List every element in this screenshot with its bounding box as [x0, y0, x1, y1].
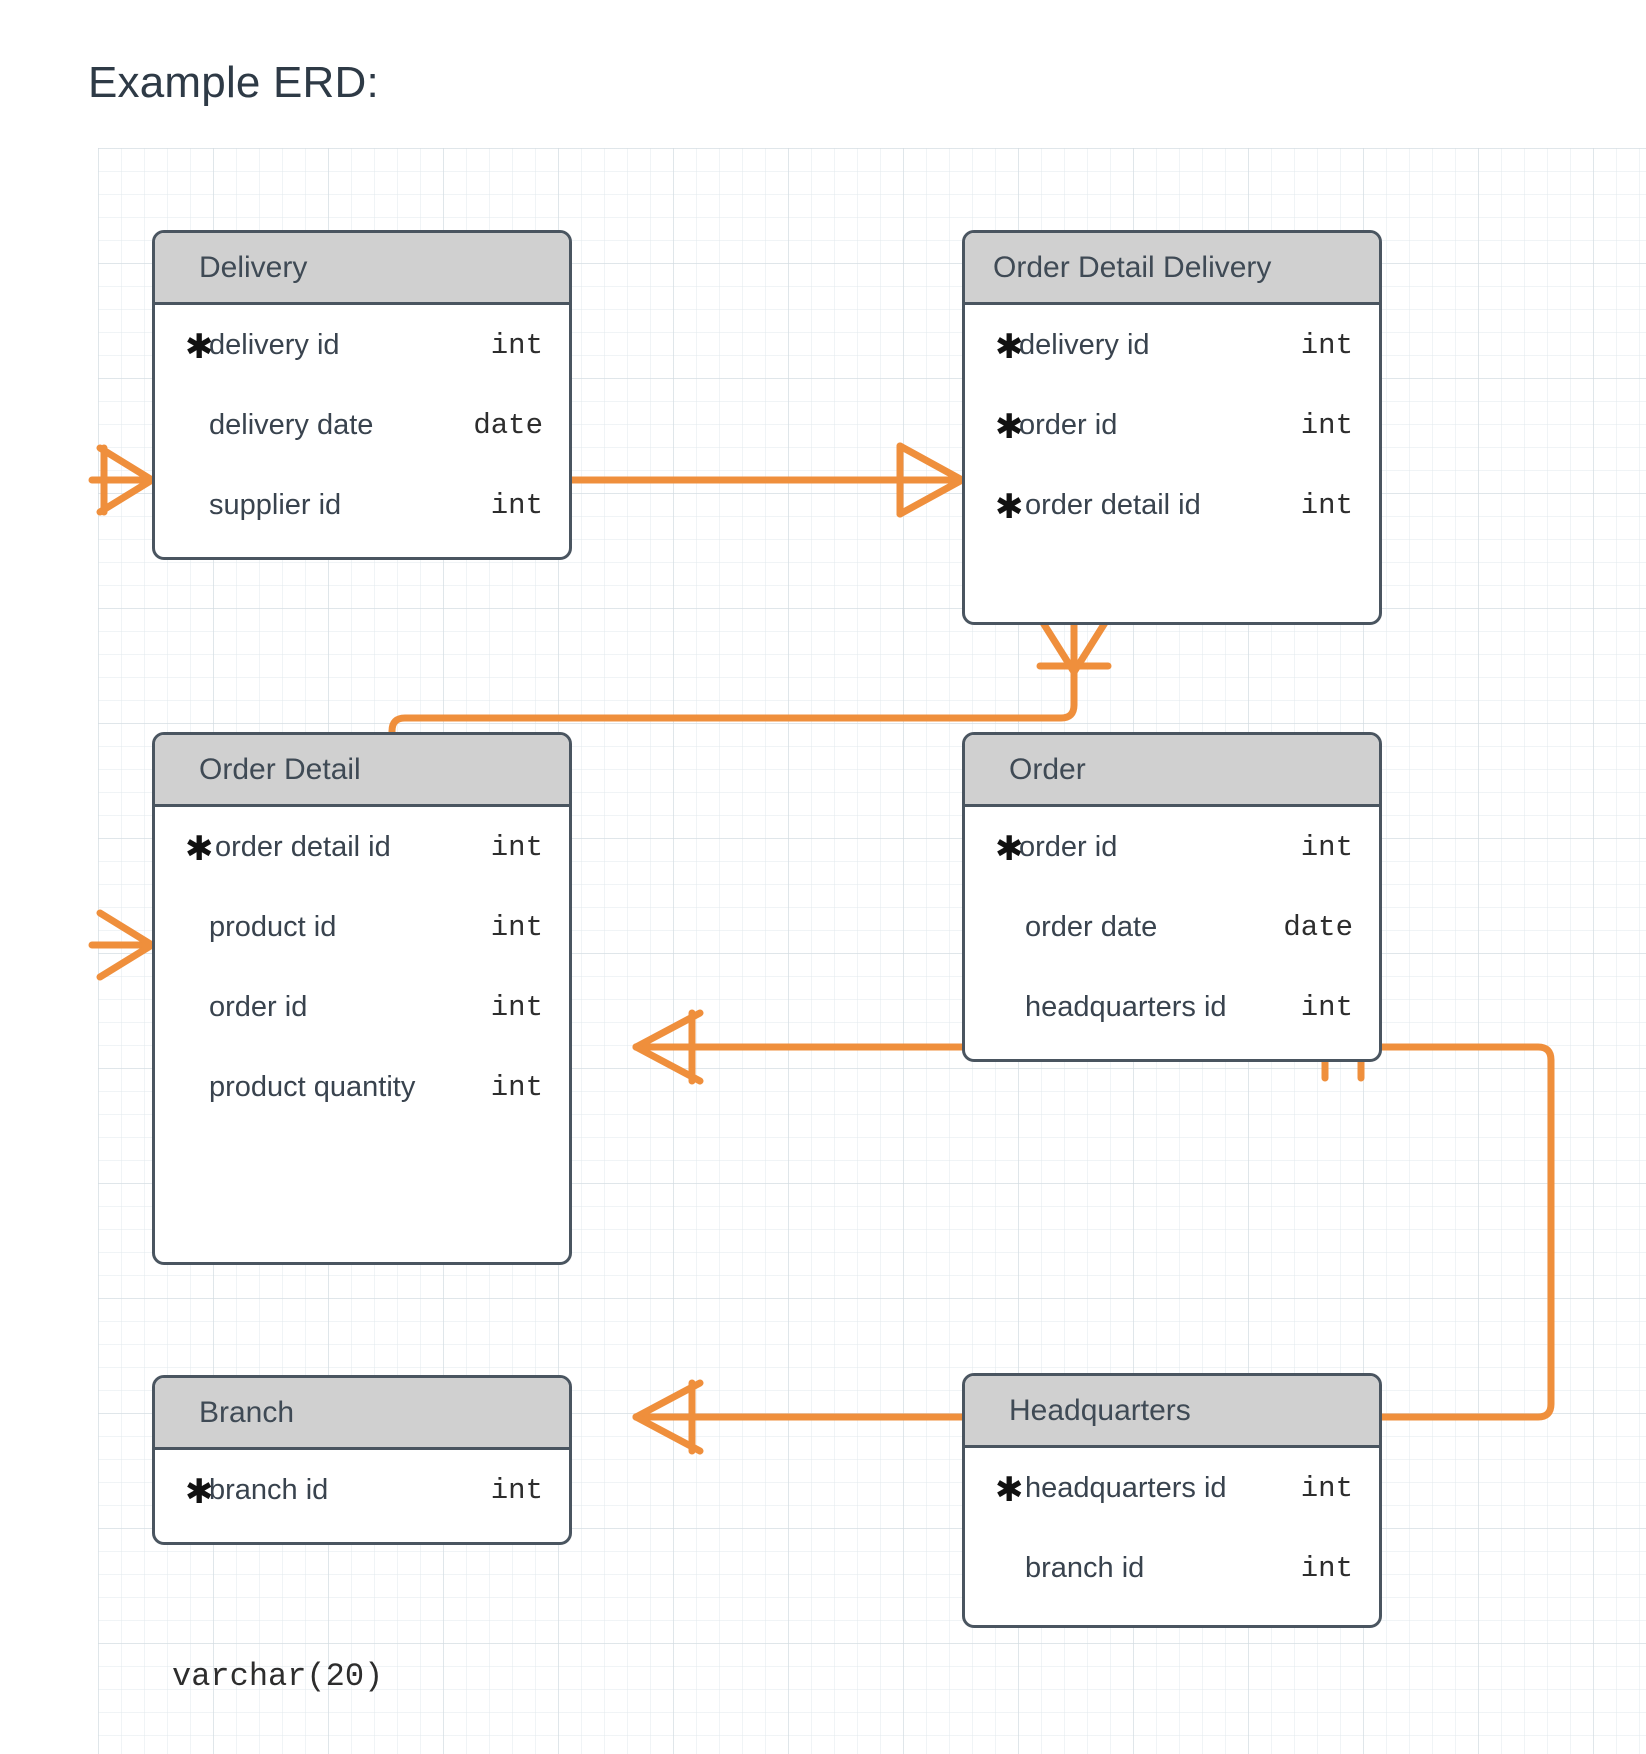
connector-orderdetail-order — [632, 1009, 966, 1085]
entity-order-detail-delivery-title: Order Detail Delivery — [993, 250, 1272, 284]
entity-headquarters-title: Headquarters — [1009, 1393, 1191, 1427]
entity-order-detail-header: Order Detail — [155, 735, 569, 807]
attribute-name: order detail id — [1025, 488, 1201, 521]
connector-orderdetaildelivery-orderdetail — [388, 614, 1112, 822]
attribute-row[interactable]: ✱ headquarters id int — [995, 1470, 1353, 1510]
attribute-name: order date — [1025, 910, 1158, 943]
attribute-type: int — [1300, 990, 1353, 1024]
attribute-name: delivery date — [209, 408, 374, 441]
attribute-type: int — [1300, 1471, 1353, 1505]
attribute-type: int — [490, 910, 543, 944]
connector-branch-headquarters — [632, 1379, 966, 1455]
entity-branch[interactable]: Branch ✱ branch id int — [152, 1375, 572, 1545]
attribute-type: int — [490, 990, 543, 1024]
attribute-row[interactable]: ✱ product id int — [155, 887, 569, 967]
attribute-type: int — [1300, 488, 1353, 522]
attribute-type: int — [1300, 408, 1353, 442]
entity-order[interactable]: Order ✱ order id int ✱ order date date ✱… — [962, 732, 1382, 1062]
stray-type-note: varchar(20) — [172, 1658, 384, 1695]
attribute-row[interactable]: ✱ headquarters id int — [965, 967, 1379, 1047]
entity-delivery[interactable]: Delivery ✱ delivery id int ✱ delivery da… — [152, 230, 572, 560]
attribute-row[interactable]: ✱ delivery date date — [155, 385, 569, 465]
connector-delivery-orderdetaildelivery — [568, 442, 966, 518]
attribute-name: headquarters id — [1025, 1471, 1227, 1504]
attribute-name: order id — [1019, 408, 1118, 441]
attribute-type: int — [490, 1473, 543, 1507]
attribute-name: branch id — [209, 1473, 329, 1506]
attribute-row[interactable]: ✱ branch id int — [965, 1528, 1379, 1608]
attribute-name: order id — [1019, 830, 1118, 863]
entity-branch-attributes: ✱ branch id int — [155, 1450, 569, 1530]
entity-order-detail-delivery-attributes: ✱ delivery id int ✱ order id int ✱ order… — [965, 305, 1379, 545]
entity-headquarters[interactable]: Headquarters ✱ headquarters id int ✱ bra… — [962, 1373, 1382, 1628]
attribute-name: order id — [209, 990, 308, 1023]
entity-delivery-title: Delivery — [199, 250, 308, 284]
entity-delivery-header: Delivery — [155, 233, 569, 305]
entity-order-detail-title: Order Detail — [199, 752, 361, 786]
entity-branch-header: Branch — [155, 1378, 569, 1450]
entity-branch-title: Branch — [199, 1395, 295, 1429]
attribute-type: int — [1300, 1551, 1353, 1585]
attribute-type: date — [1283, 910, 1353, 944]
attribute-type: date — [473, 408, 543, 442]
attribute-row[interactable]: ✱ order detail id int — [185, 829, 543, 869]
entity-order-detail[interactable]: Order Detail ✱ order detail id int ✱ pro… — [152, 732, 572, 1265]
attribute-name: delivery id — [1019, 328, 1150, 361]
attribute-name: product quantity — [209, 1070, 416, 1103]
attribute-row[interactable]: ✱ delivery id int — [995, 327, 1353, 367]
entity-headquarters-attributes: ✱ headquarters id int ✱ branch id int — [965, 1448, 1379, 1608]
connector-orderdetail-left-stub — [88, 909, 156, 981]
attribute-name: order detail id — [215, 830, 391, 863]
attribute-type: int — [490, 830, 543, 864]
attribute-type: int — [490, 1070, 543, 1104]
entity-order-title: Order — [1009, 752, 1086, 786]
attribute-name: delivery id — [209, 328, 340, 361]
attribute-type: int — [490, 488, 543, 522]
entity-order-detail-delivery[interactable]: Order Detail Delivery ✱ delivery id int … — [962, 230, 1382, 625]
attribute-row[interactable]: ✱ order id int — [995, 407, 1353, 447]
connector-delivery-left-stub — [88, 444, 156, 516]
attribute-name: product id — [209, 910, 337, 943]
attribute-row[interactable]: ✱ order detail id int — [995, 487, 1353, 527]
attribute-row[interactable]: ✱ branch id int — [185, 1472, 543, 1512]
attribute-type: int — [490, 328, 543, 362]
attribute-row[interactable]: ✱ delivery id int — [185, 327, 543, 367]
attribute-row[interactable]: ✱ product quantity int — [155, 1047, 569, 1127]
attribute-row[interactable]: ✱ order id int — [155, 967, 569, 1047]
attribute-name: branch id — [1025, 1551, 1145, 1584]
attribute-row[interactable]: ✱ supplier id int — [155, 465, 569, 545]
attribute-row[interactable]: ✱ order date date — [965, 887, 1379, 967]
entity-headquarters-header: Headquarters — [965, 1376, 1379, 1448]
entity-order-attributes: ✱ order id int ✱ order date date ✱ headq… — [965, 807, 1379, 1047]
attribute-name: supplier id — [209, 488, 342, 521]
attribute-row[interactable]: ✱ order id int — [995, 829, 1353, 869]
entity-order-detail-attributes: ✱ order detail id int ✱ product id int ✱… — [155, 807, 569, 1127]
attribute-name: headquarters id — [1025, 990, 1227, 1023]
entity-order-detail-delivery-header: Order Detail Delivery — [965, 233, 1379, 305]
entity-order-header: Order — [965, 735, 1379, 807]
attribute-type: int — [1300, 830, 1353, 864]
entity-delivery-attributes: ✱ delivery id int ✱ delivery date date ✱… — [155, 305, 569, 545]
attribute-type: int — [1300, 328, 1353, 362]
page-title: Example ERD: — [88, 58, 379, 107]
